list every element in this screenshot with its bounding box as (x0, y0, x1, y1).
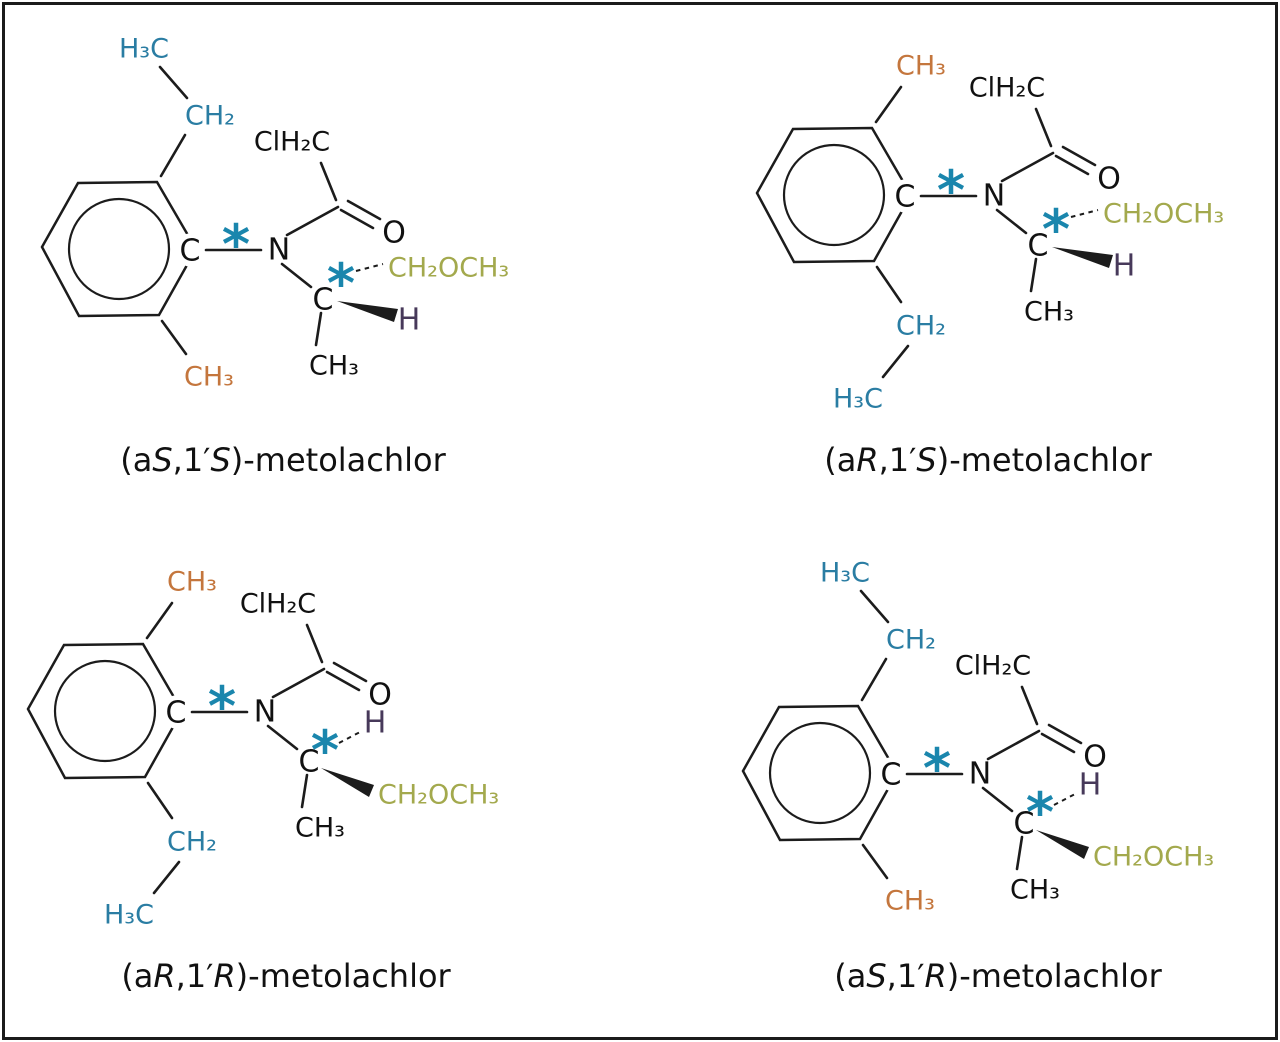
caption-axial-descriptor: R (856, 441, 879, 479)
caption-mid: ,1′ (878, 441, 917, 479)
ethyl-top-use (818, 556, 938, 702)
structure-label: (aR,1′S)-metolachlor (824, 441, 1151, 479)
stereo-s-use (325, 251, 511, 339)
caption-post: )-metolachlor (235, 957, 451, 995)
ethyl-bottom-use (831, 265, 948, 416)
caption-mid: ,1′ (886, 957, 925, 995)
methyl-top-use (874, 49, 948, 124)
caption-axial-descriptor: S (866, 957, 887, 995)
caption-chiral-descriptor: R (213, 957, 236, 995)
structure-label: (aS,1′S)-metolachlor (120, 441, 446, 479)
stereo-r-use (1024, 766, 1216, 874)
caption-mid: ,1′ (172, 441, 211, 479)
caption-chiral-descriptor: S (210, 441, 231, 479)
caption-post: )-metolachlor (230, 441, 446, 479)
ethyl-bottom-use (102, 781, 219, 932)
caption-pre: (a (121, 957, 154, 995)
stereo-s-use (1040, 197, 1226, 285)
structure-label: (aR,1′R)-metolachlor (121, 957, 450, 995)
caption-post: )-metolachlor (946, 957, 1162, 995)
caption-pre: (a (824, 441, 857, 479)
methyl-bottom-use (160, 319, 236, 394)
stereo-r-use (309, 704, 501, 812)
caption-axial-descriptor: R (153, 957, 176, 995)
structure-cell-top-right: (aR,1′S)-metolachlor (640, 5, 1275, 521)
caption-post: )-metolachlor (936, 441, 1152, 479)
caption-mid: ,1′ (175, 957, 214, 995)
structure-label: (aS,1′R)-metolachlor (834, 957, 1161, 995)
molecule-core-use (26, 587, 394, 845)
methyl-bottom-use (861, 843, 937, 918)
structure-cell-bottom-left: (aR,1′R)-metolachlor (5, 521, 640, 1037)
caption-pre: (a (120, 441, 153, 479)
molecule-core-use (741, 649, 1109, 907)
caption-pre: (a (834, 957, 867, 995)
methyl-top-use (145, 565, 219, 640)
structure-cell-bottom-right: (aS,1′R)-metolachlor (640, 521, 1275, 1037)
structure-cell-top-left: (aS,1′S)-metolachlor (5, 5, 640, 521)
caption-chiral-descriptor: R (924, 957, 947, 995)
ethyl-top-use (117, 32, 237, 178)
caption-chiral-descriptor: S (916, 441, 937, 479)
caption-axial-descriptor: S (152, 441, 173, 479)
